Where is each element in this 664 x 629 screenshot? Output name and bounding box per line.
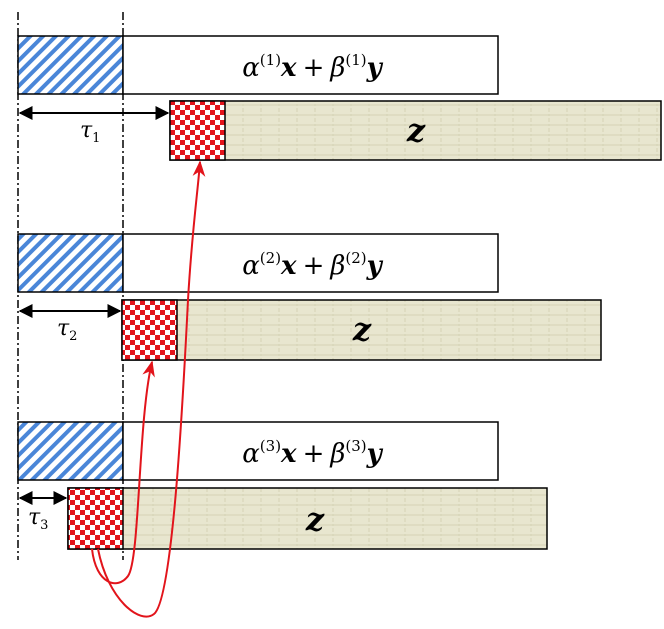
combo-label: α(1)x+β(1)y <box>242 51 383 83</box>
checker-block <box>121 299 178 361</box>
z-label: z <box>305 500 325 538</box>
row-3: α(3)x+β(3)y τ3 z <box>17 421 548 550</box>
tau-label: τ2 <box>57 316 77 344</box>
red-arrow-to-row-2 <box>91 360 155 585</box>
z-box <box>121 299 602 361</box>
hatched-block <box>17 233 124 293</box>
tau-label: τ3 <box>28 505 48 533</box>
combo-box <box>122 233 499 293</box>
combo-label: α(2)x+β(2)y <box>242 249 383 281</box>
checker-block <box>67 487 124 550</box>
tau-label: τ1 <box>80 118 100 146</box>
row-2: α(2)x+β(2)y τ2 z <box>17 233 602 361</box>
checker-block <box>169 100 226 161</box>
z-box <box>169 100 662 161</box>
combo-box <box>122 421 499 481</box>
combo-label: α(3)x+β(3)y <box>242 437 383 469</box>
hatched-block <box>17 35 124 95</box>
z-label: z <box>406 111 426 149</box>
red-arrow-to-row-1 <box>97 160 206 618</box>
z-label: z <box>352 310 372 348</box>
combo-box <box>122 35 499 95</box>
hatched-block <box>17 421 124 481</box>
row-1: α(1)x+β(1)y τ1 z <box>17 35 662 161</box>
